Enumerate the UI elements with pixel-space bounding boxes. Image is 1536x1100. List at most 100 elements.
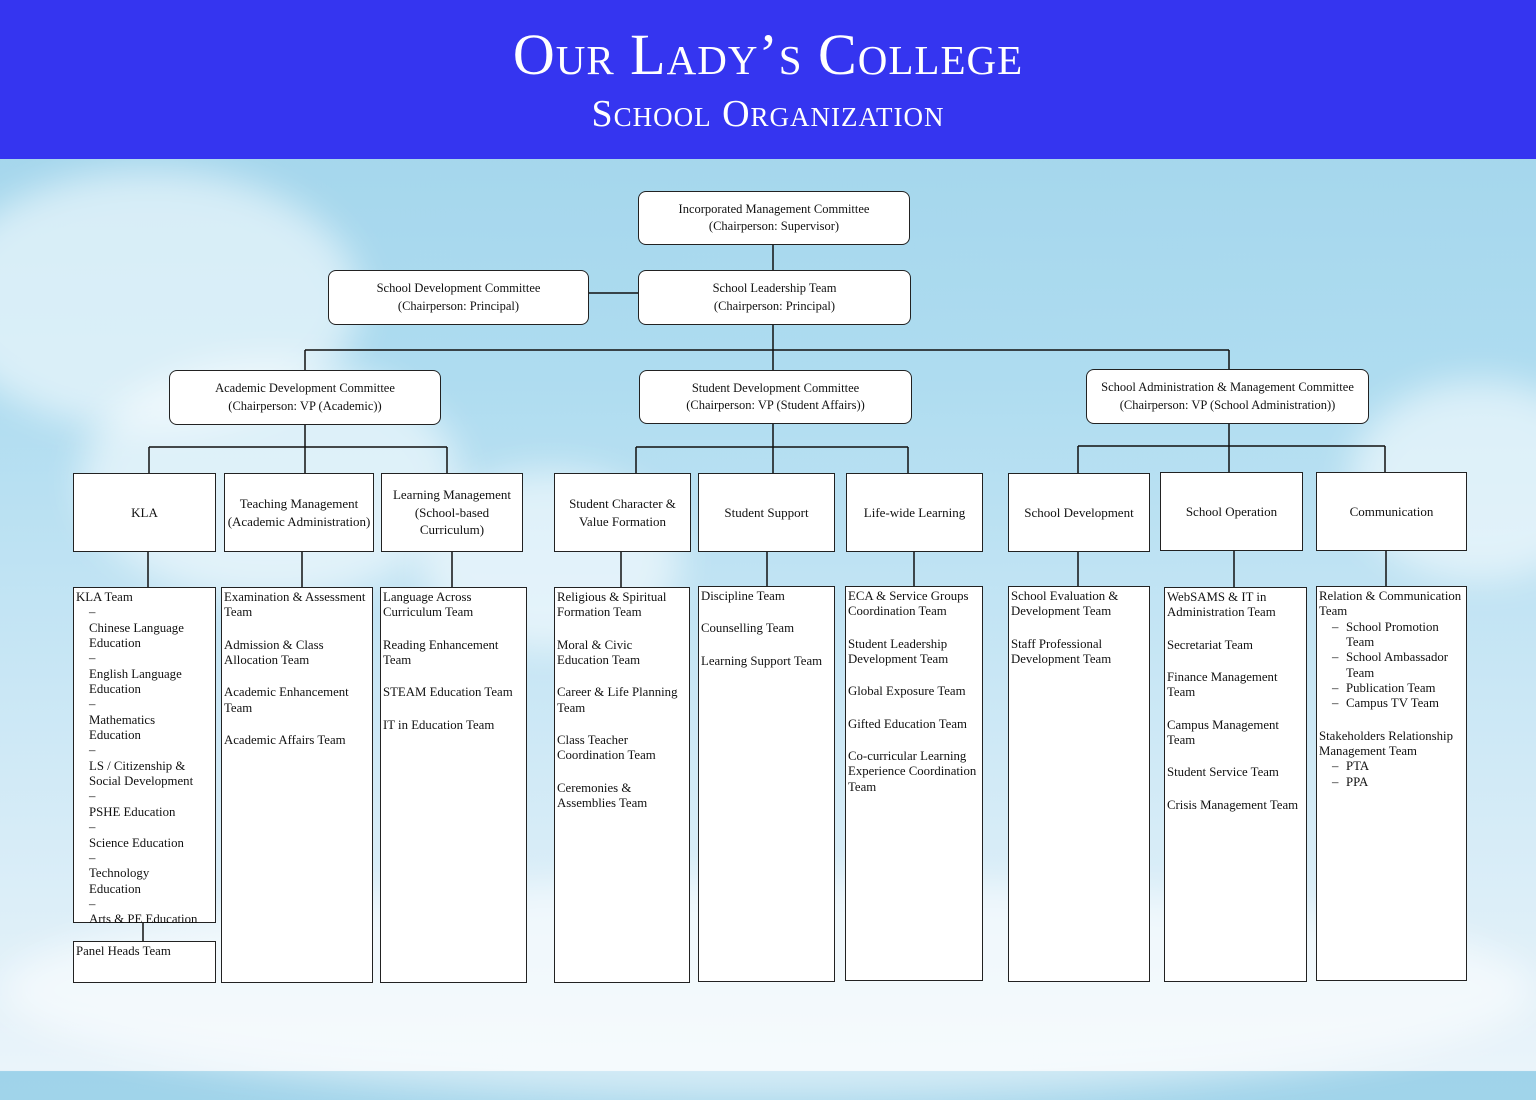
- list-item: ECA & Service Groups Coordination Team: [848, 589, 969, 619]
- list-item: Global Exposure Team: [848, 684, 966, 699]
- list-item: Reading Enhancement Team: [383, 637, 499, 668]
- sdc-name: School Development Committee: [376, 281, 541, 295]
- list-item: –Technology Education: [89, 850, 150, 896]
- list-item: Finance Management Team: [1167, 670, 1278, 700]
- category-school-operation: School Operation: [1160, 472, 1303, 551]
- list-item: Class Teacher Coordination Team: [557, 733, 656, 763]
- list-item: Moral & Civic Education Team: [557, 637, 641, 668]
- page-subtitle: School Organization: [591, 93, 945, 135]
- academic-committee-chair: (Chairperson: VP (Academic)): [228, 398, 382, 413]
- category-teaching-management: Teaching Management (Academic Administra…: [224, 473, 374, 552]
- list-item: Gifted Education Team: [848, 716, 967, 731]
- category-label: School Development: [1024, 504, 1134, 520]
- list-item: –LS / Citizenship & Social Development: [89, 743, 194, 789]
- category-school-development: School Development: [1008, 473, 1150, 552]
- support-teams-box: Discipline Team Counselling Team Learnin…: [698, 586, 835, 982]
- category-label: Student Support: [724, 504, 809, 520]
- relation-team: Relation & Communication Team: [1319, 589, 1462, 619]
- list-item: Student Leadership Development Team: [848, 636, 949, 667]
- category-student-support: Student Support: [698, 473, 835, 552]
- category-label: Teaching Management: [239, 495, 359, 511]
- header-banner: Our Lady’s College School Organization: [0, 0, 1536, 159]
- list-item: Examination & Assessment Team: [224, 590, 366, 620]
- list-item: Crisis Management Team: [1167, 797, 1299, 812]
- list-item: Discipline Team: [701, 589, 785, 603]
- communication-teams-box: Relation & Communication Team –School Pr…: [1316, 586, 1467, 981]
- sdc-box: School Development Committee (Chairperso…: [328, 270, 589, 325]
- operation-teams-box: WebSAMS & IT in Administration Team Secr…: [1164, 587, 1307, 982]
- list-item: Learning Support Team: [701, 653, 823, 668]
- admin-committee-name: School Administration & Management Commi…: [1101, 380, 1354, 394]
- list-item: –Science Education: [89, 820, 184, 850]
- panel-heads-box: Panel Heads Team: [73, 941, 216, 983]
- category-life-wide-learning: Life-wide Learning: [846, 473, 983, 552]
- list-item: Staff Professional Development Team: [1011, 636, 1112, 667]
- category-label: Student Character &: [569, 495, 676, 511]
- list-item: Language Across Curriculum Team: [383, 590, 474, 620]
- slt-name: School Leadership Team: [712, 281, 837, 295]
- category-label: Communication: [1349, 503, 1434, 519]
- connector-lines: [142, 244, 1387, 941]
- learning-teams-box: Language Across Curriculum Team Reading …: [380, 587, 527, 983]
- list-item: Admission & Class Allocation Team: [224, 637, 324, 668]
- list-item: Academic Affairs Team: [224, 733, 346, 748]
- list-item: Counselling Team: [701, 621, 795, 636]
- list-item: Ceremonies & Assemblies Team: [557, 780, 648, 811]
- category-label: School Operation: [1185, 503, 1278, 519]
- list-item: –PPA: [1332, 774, 1369, 789]
- list-item: IT in Education Team: [383, 717, 495, 732]
- category-label: (Academic Administration): [227, 513, 371, 529]
- category-learning-management: Learning Management (School-based Curric…: [381, 473, 523, 552]
- list-item: –PSHE Education: [89, 789, 176, 819]
- list-item: –Chinese Language Education: [89, 605, 184, 651]
- category-label: Value Formation: [578, 513, 666, 529]
- list-item: –PTA: [1332, 759, 1370, 774]
- list-item: –Campus TV Team: [1332, 696, 1439, 711]
- list-item: Career & Life Planning Team: [557, 685, 678, 715]
- slt-chair: (Chairperson: Principal): [713, 298, 836, 313]
- list-item: –Arts & PE Education: [89, 896, 198, 927]
- teaching-teams-box: Examination & Assessment Team Admission …: [221, 587, 373, 983]
- imc-name: Incorporated Management Committee: [678, 201, 870, 216]
- development-teams-box: School Evaluation & Development Team Sta…: [1008, 586, 1150, 982]
- category-student-character: Student Character & Value Formation: [554, 473, 691, 552]
- kla-teams-box: KLA Team –Chinese Language Education –En…: [73, 587, 216, 926]
- list-item: –School Promotion Team: [1332, 619, 1439, 650]
- student-committee-box: Student Development Committee (Chairpers…: [639, 370, 912, 424]
- list-item: Secretariat Team: [1167, 637, 1253, 652]
- list-item: Student Service Team: [1167, 765, 1279, 780]
- slt-box: School Leadership Team (Chairperson: Pri…: [638, 270, 911, 325]
- category-label: Life-wide Learning: [863, 504, 966, 520]
- page-title: Our Lady’s College: [512, 22, 1024, 87]
- admin-committee-box: School Administration & Management Commi…: [1086, 369, 1369, 424]
- list-item: –English Language Education: [89, 651, 182, 697]
- category-kla: KLA: [73, 473, 216, 552]
- list-item: Religious & Spiritual Formation Team: [557, 590, 667, 620]
- list-item: –Mathematics Education: [89, 697, 156, 743]
- admin-committee-chair: (Chairperson: VP (School Administration)…: [1119, 397, 1336, 412]
- student-committee-name: Student Development Committee: [691, 380, 860, 395]
- category-label: (School-based Curriculum): [414, 504, 490, 538]
- sdc-chair: (Chairperson: Principal): [397, 298, 520, 313]
- academic-committee-name: Academic Development Committee: [215, 381, 395, 395]
- panel-heads-team: Panel Heads Team: [76, 944, 171, 958]
- character-teams-box: Religious & Spiritual Formation Team Mor…: [554, 587, 690, 983]
- category-communication: Communication: [1316, 472, 1467, 551]
- list-item: School Evaluation & Development Team: [1011, 589, 1119, 619]
- category-label: KLA: [131, 504, 158, 520]
- student-committee-chair: (Chairperson: VP (Student Affairs)): [686, 398, 865, 412]
- imc-chair: (Chairperson: Supervisor): [708, 219, 840, 233]
- list-item: –School Ambassador Team: [1332, 650, 1449, 680]
- list-item: WebSAMS & IT in Administration Team: [1167, 590, 1276, 620]
- academic-committee-box: Academic Development Committee (Chairper…: [169, 370, 441, 425]
- kla-team-title: KLA Team: [76, 590, 133, 604]
- imc-box: Incorporated Management Committee (Chair…: [638, 191, 910, 245]
- list-item: STEAM Education Team: [383, 685, 513, 700]
- list-item: Campus Management Team: [1167, 717, 1279, 748]
- list-item: –Publication Team: [1332, 681, 1436, 696]
- lifewide-teams-box: ECA & Service Groups Coordination Team S…: [845, 586, 983, 981]
- category-label: Learning Management: [392, 487, 512, 503]
- list-item: Academic Enhancement Team: [224, 685, 349, 715]
- stakeholders-team: Stakeholders Relationship Management Tea…: [1319, 728, 1453, 759]
- list-item: Co-curricular Learning Experience Coordi…: [848, 749, 977, 794]
